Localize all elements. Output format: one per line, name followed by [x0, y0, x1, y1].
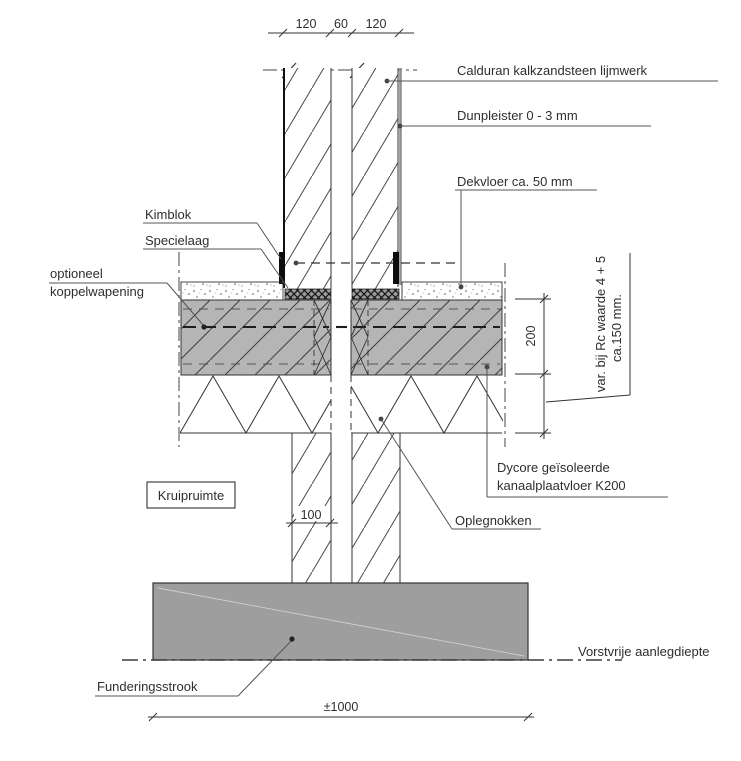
fundering-text: Funderingsstrook: [97, 679, 198, 694]
kimblok-right: [393, 252, 399, 284]
kimblok-left: [279, 252, 285, 284]
dekvloer-screed: [180, 281, 503, 301]
oplegnokken-text: Oplegnokken: [455, 513, 532, 528]
label-kimblok: Kimblok: [143, 207, 282, 260]
oplegnok-right: [350, 299, 369, 376]
foundation-strip: [152, 582, 529, 661]
dimension-foundation-width: ±1000: [148, 700, 534, 722]
dim-slab: 200: [524, 326, 538, 347]
insulation-layer: [180, 375, 503, 434]
label-specielaag: Specielaag: [143, 233, 289, 289]
dimension-slab-height: [515, 293, 551, 439]
dim-foundation: ±1000: [324, 700, 359, 714]
label-vorstvrij: Vorstvrije aanlegdiepte: [578, 644, 710, 659]
label-kruipruimte: Kruipruimte: [146, 481, 236, 509]
label-funderingsstrook: Funderingsstrook: [95, 636, 295, 697]
calduran-text: Calduran kalkzandsteen lijmwerk: [457, 63, 648, 78]
label-rc-note: var. bij Rc waarde 4 + 5 ca.150 mm.: [545, 253, 631, 403]
label-dycore: Dycore geïsoleerde kanaalplaatvloer K200: [484, 364, 668, 498]
kanaalplaat-slab: [180, 299, 503, 376]
rc-note-line1: var. bij Rc waarde 4 + 5: [593, 256, 608, 392]
dycore-text1: Dycore geïsoleerde: [497, 460, 610, 475]
dekvloer-text: Dekvloer ca. 50 mm: [457, 174, 573, 189]
kimblok-text: Kimblok: [145, 207, 192, 222]
dim-top-left: 120: [296, 17, 317, 31]
specielaag-band: [284, 288, 400, 300]
koppelwapening-text2: koppelwapening: [50, 284, 144, 299]
vorstvrij-text: Vorstvrije aanlegdiepte: [578, 644, 710, 659]
dycore-text2: kanaalplaatvloer K200: [497, 478, 626, 493]
dunpleister-text: Dunpleister 0 - 3 mm: [457, 108, 578, 123]
rc-note-line2: ca.150 mm.: [609, 294, 624, 362]
label-calduran: Calduran kalkzandsteen lijmwerk: [384, 63, 718, 84]
dimension-inner-wall: 100: [286, 506, 338, 528]
oplegnok-left: [313, 299, 332, 376]
dim-top-right: 120: [366, 17, 387, 31]
dimension-top: [268, 28, 414, 38]
section-cut-verticals: [178, 252, 506, 447]
cavity-wall-upper: [279, 68, 458, 289]
label-koppelwapening: optioneel koppelwapening: [49, 266, 207, 330]
label-dunpleister: Dunpleister 0 - 3 mm: [397, 108, 651, 129]
dim-inner-wall: 100: [301, 508, 322, 522]
label-dekvloer: Dekvloer ca. 50 mm: [455, 174, 597, 290]
label-oplegnokken: Oplegnokken: [378, 416, 541, 530]
kruipruimte-text: Kruipruimte: [158, 488, 224, 503]
specielaag-text: Specielaag: [145, 233, 209, 248]
koppelwapening-text1: optioneel: [50, 266, 103, 281]
dim-top-mid: 60: [334, 17, 348, 31]
